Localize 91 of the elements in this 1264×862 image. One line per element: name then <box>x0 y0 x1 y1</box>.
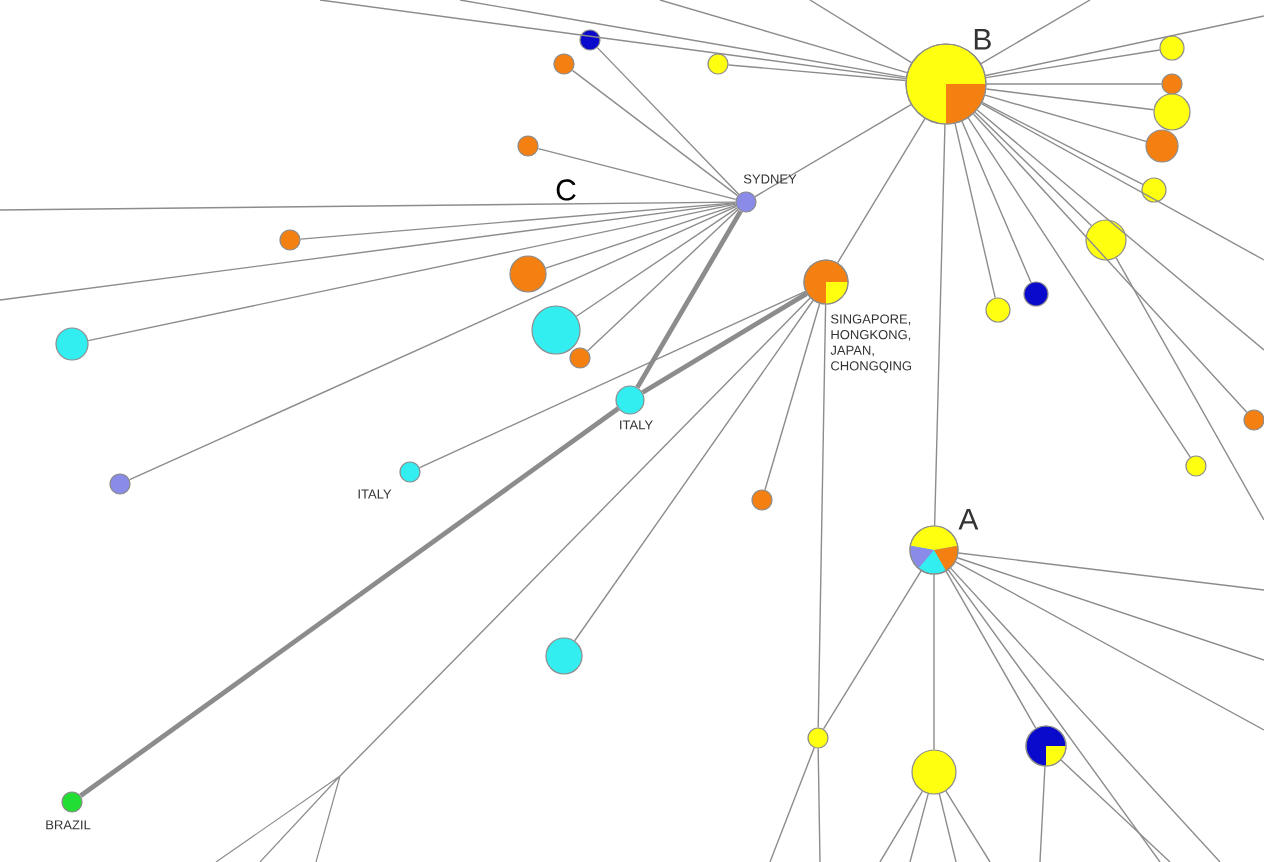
edge-line <box>459 0 907 78</box>
circle-node <box>55 327 89 361</box>
edge-line <box>769 747 815 862</box>
circle-node <box>1159 35 1185 61</box>
edge-line <box>596 46 740 196</box>
edge-line <box>641 291 808 395</box>
circle-node <box>1185 455 1207 477</box>
edge-line <box>956 557 1264 661</box>
edge-line <box>945 790 991 862</box>
circle-node <box>1243 409 1264 431</box>
circle-node <box>985 297 1011 323</box>
edge-line <box>967 117 1191 458</box>
edge-line <box>817 303 827 729</box>
edge-line <box>0 202 737 301</box>
edge-line <box>79 406 620 798</box>
edge-line <box>754 103 912 198</box>
edge-line <box>571 69 739 197</box>
edge-line <box>980 102 1264 261</box>
circle-node <box>1153 93 1191 131</box>
circle-node <box>399 461 421 483</box>
circle-node <box>751 489 773 511</box>
edge-line <box>985 83 1163 85</box>
edge-line <box>575 207 738 317</box>
edge-line <box>764 303 821 491</box>
edge-line <box>1115 257 1264 521</box>
edge-line <box>947 569 1161 862</box>
edge-line <box>809 0 913 64</box>
circle-node <box>807 727 829 749</box>
circle-node <box>279 229 301 251</box>
edge-line <box>1039 765 1046 862</box>
edge-line <box>961 120 1032 284</box>
edge-line <box>980 0 1091 65</box>
cluster-label: C <box>556 179 576 201</box>
edge-line <box>418 290 807 469</box>
edge-line <box>727 64 907 82</box>
edge-line <box>985 15 1264 77</box>
circle-node <box>615 385 645 415</box>
edge-line <box>319 0 907 80</box>
circle-node <box>707 53 729 75</box>
node-label: B <box>974 28 991 50</box>
circle-node <box>545 637 583 675</box>
edge-line <box>981 101 1144 185</box>
edge-line <box>573 299 814 642</box>
edge-line <box>837 118 926 264</box>
edge-line <box>879 790 924 862</box>
circle-node <box>1141 177 1167 203</box>
edge-line <box>339 297 811 777</box>
circle-node <box>1145 129 1179 163</box>
circle-node <box>1161 73 1183 95</box>
edge-line <box>544 204 737 269</box>
circle-node <box>553 53 575 75</box>
edge-line <box>635 209 743 389</box>
edge-line <box>933 123 946 527</box>
circle-node <box>109 473 131 495</box>
circle-node <box>1023 281 1049 307</box>
edge-line <box>0 201 737 211</box>
circle-node <box>579 29 601 51</box>
circle-node <box>735 191 757 213</box>
edge-line <box>87 203 737 342</box>
circle-node <box>517 135 539 157</box>
circle-node <box>911 749 957 795</box>
edge-line <box>933 573 935 751</box>
edge-line <box>984 94 1147 143</box>
edge-line <box>957 552 1264 591</box>
circle-node <box>531 305 581 355</box>
edge-line <box>587 208 739 352</box>
edge-line <box>938 793 957 862</box>
edge-line <box>985 88 1155 111</box>
pie-chart-node <box>1025 725 1067 767</box>
circle-node <box>1085 219 1127 261</box>
edge-line <box>954 561 1264 731</box>
edge-line <box>949 567 1221 862</box>
edge-line <box>945 570 1037 729</box>
edge-line <box>537 147 737 201</box>
edge-line <box>1060 759 1171 862</box>
edge-line <box>822 570 922 730</box>
edge-line <box>817 747 821 862</box>
pie-chart-node <box>803 259 849 305</box>
edge-line <box>976 109 1264 351</box>
edge-line <box>985 49 1161 79</box>
circle-node <box>569 347 591 369</box>
pie-chart-node <box>909 525 959 575</box>
node-label: A <box>958 508 979 530</box>
edge-line <box>972 113 1248 413</box>
edge-line <box>954 122 996 299</box>
circle-node <box>61 791 83 813</box>
edge-line <box>659 0 908 74</box>
edge-line <box>909 793 929 862</box>
circle-node <box>509 255 547 293</box>
edge-line <box>974 111 1092 227</box>
edge-line <box>129 205 738 481</box>
